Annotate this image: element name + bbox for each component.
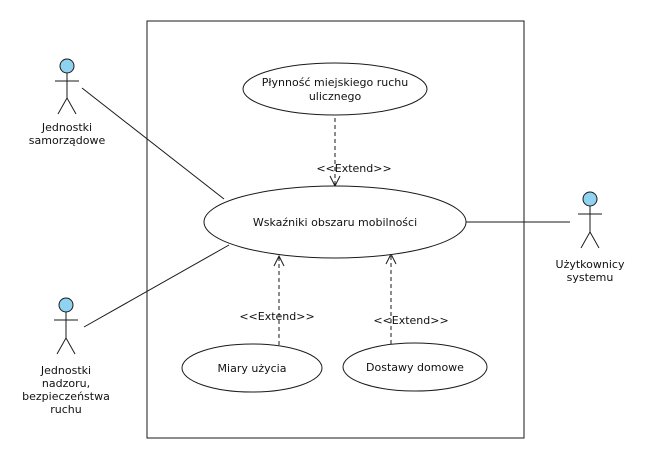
actor-system-users-label-2: systemu (567, 271, 614, 284)
extend-label-delivery: <<Extend>> (373, 314, 448, 327)
system-boundary (146, 20, 525, 439)
association-local-government (81, 87, 225, 200)
association-traffic-safety (83, 244, 230, 328)
actor-traffic-safety-label-2: nadzoru, (42, 377, 90, 390)
actor-traffic-safety-label-3: bezpieczeństwa (22, 390, 110, 403)
use-case-flow-label-line-1: Płynność miejskiego ruchu (262, 76, 408, 89)
actor-traffic-safety-label-4: ruchu (50, 403, 82, 416)
actor-system-users[interactable]: Użytkownicy systemu (556, 191, 625, 284)
extend-delivery-to-main (385, 252, 397, 344)
use-case-flow[interactable]: Płynność miejskiego ruchu ulicznego (242, 62, 428, 116)
use-case-main[interactable]: Wskaźniki obszaru mobilności (203, 185, 467, 259)
use-case-delivery-label: Dostawy domowe (366, 361, 464, 374)
actor-head-icon (582, 191, 598, 207)
actor-local-government-label-1: Jednostki (41, 121, 92, 134)
actor-traffic-safety[interactable]: Jednostki nadzoru, bezpieczeństwa ruchu (22, 297, 110, 416)
use-case-usage[interactable]: Miary użycia (181, 343, 323, 393)
actor-local-government-label-2: samorządowe (29, 134, 106, 147)
actor-traffic-safety-label-1: Jednostki (40, 364, 91, 377)
extend-label-usage: <<Extend>> (239, 310, 314, 323)
use-case-main-label: Wskaźniki obszaru mobilności (253, 216, 417, 229)
actor-local-government[interactable]: Jednostki samorządowe (29, 58, 106, 147)
extend-label-flow: <<Extend>> (316, 162, 391, 175)
actor-head-icon (58, 297, 74, 313)
use-case-usage-label: Miary użycia (218, 362, 287, 375)
use-case-delivery[interactable]: Dostawy domowe (342, 342, 488, 392)
extend-usage-to-main (273, 254, 285, 345)
actor-system-users-label-1: Użytkownicy (556, 258, 625, 271)
actor-head-icon (59, 58, 75, 74)
use-case-flow-label-line-2: ulicznego (309, 90, 362, 103)
